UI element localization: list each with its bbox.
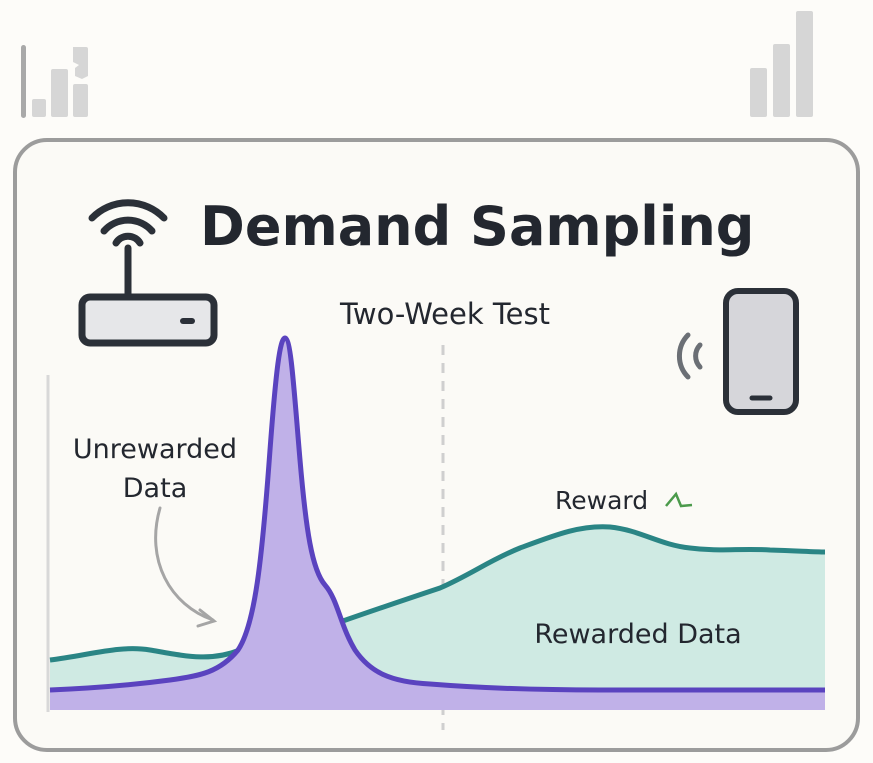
smartphone-icon (676, 288, 799, 415)
rewarded-data-label: Rewarded Data (534, 619, 741, 650)
bar-chart-icon (21, 45, 88, 118)
unrewarded-label-line1: Unrewarded (73, 434, 237, 465)
reward-flourish-icon (665, 491, 693, 508)
rewarded-line (49, 524, 826, 663)
unrewarded-label-line2: Data (123, 473, 187, 504)
page-title: Demand Sampling (200, 195, 754, 258)
curved-arrow-icon (154, 506, 218, 628)
subtitle: Two-Week Test (339, 297, 550, 331)
wifi-router-icon (78, 199, 218, 347)
signal-bars-icon (750, 11, 813, 117)
unrewarded-line (49, 335, 825, 693)
reward-label: Reward (555, 486, 648, 515)
